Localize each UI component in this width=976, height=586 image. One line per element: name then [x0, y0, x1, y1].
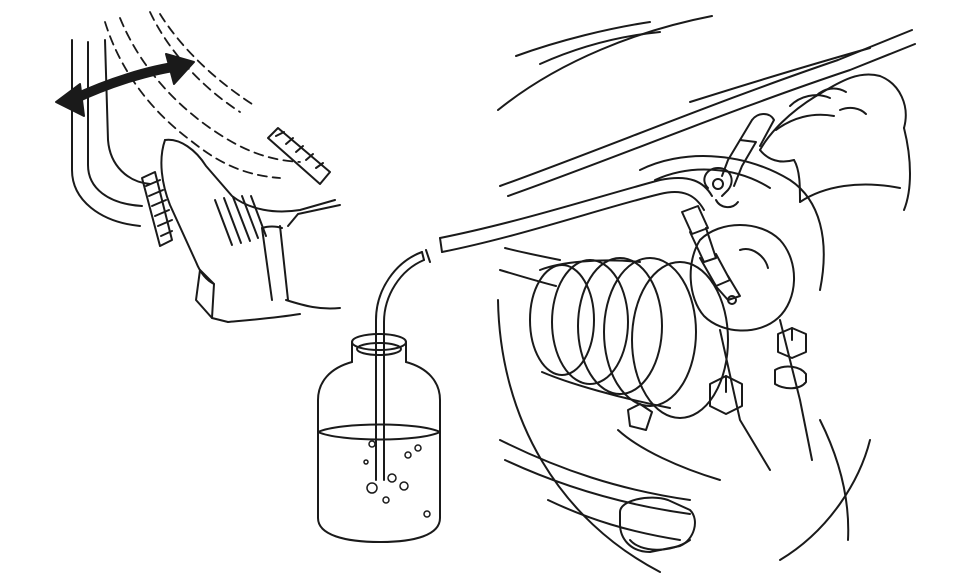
bleeder-hose	[439, 177, 713, 239]
bleeder-bottle	[317, 249, 441, 543]
steering-knuckle	[639, 155, 825, 471]
bleeder-wrench-icon	[703, 113, 775, 208]
bottle-hose	[375, 251, 423, 481]
bolt-lower	[709, 375, 743, 415]
vehicle-underbody	[439, 15, 916, 573]
bleeder-screw	[681, 205, 741, 305]
cv-boot	[499, 247, 729, 419]
pedal-pad	[141, 171, 173, 247]
lower-control-arm	[499, 403, 721, 553]
pedal-pad-ghost	[267, 127, 331, 185]
pedal-arm	[71, 39, 151, 227]
wheel-arc	[497, 299, 871, 573]
bolt-right	[774, 365, 807, 390]
pump-arrow-icon	[55, 53, 195, 117]
mounting-bolts	[709, 327, 807, 415]
fluid-surface	[317, 423, 441, 433]
foot-shoe	[160, 138, 341, 323]
brake-pedal-group	[55, 11, 341, 323]
bolt-upper	[777, 327, 807, 359]
mechanic-hand	[759, 73, 911, 211]
pedal-ghost-position	[104, 11, 301, 179]
air-bubbles	[363, 440, 431, 518]
